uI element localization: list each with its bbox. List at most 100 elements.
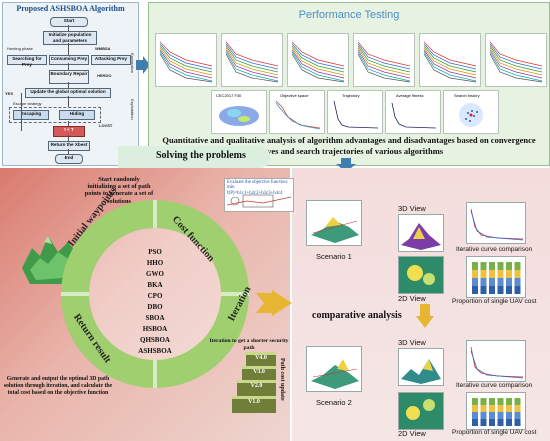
convergence-line [357,51,411,82]
algo-item: QHSBOA [140,336,170,344]
algo-item: GWO [146,270,164,278]
scenario2-3d [398,348,444,386]
flow-symbol-b: HERDO [97,73,112,78]
flow-yes-label: YES [5,91,14,96]
step-v2: V2.0 [237,380,276,396]
proportion-bar-segment [472,419,478,426]
scenario1-3d-label: 3D View [398,204,426,213]
algo-item: DBO [147,303,163,311]
thumb-avg-fitness: Average fitness [385,90,441,134]
scenario2-2d-label: 2D View [398,429,426,438]
mini-title-4: Search history [454,93,480,98]
convergence-line [159,47,213,76]
algo-item: SBOA [145,314,165,322]
thumb-search-history: Search history [443,90,499,134]
convergence-line [291,45,345,73]
proportion-bar-segment [497,398,504,405]
convergence-line [489,45,543,73]
performance-title: Performance Testing [298,9,400,21]
flow-end: End [55,154,83,164]
convergence-line [489,41,543,67]
arrow-down-icon [336,158,356,172]
convergence-line [357,41,411,67]
algo-item: ASHSBOA [138,347,172,355]
convergence-thumb [353,33,415,87]
convergence-line [159,43,213,70]
proportion-bar-segment [497,270,504,278]
step-v3: V3.0 [242,366,276,380]
proportion-bar-segment [514,412,521,419]
thumb-objective: Objective space [269,90,325,134]
convergence-line [225,49,279,79]
convergence-line [291,47,345,76]
flow-attacking: Attacking Prey [91,55,131,65]
comparative-title: comparative analysis [312,310,402,321]
mini-title-0: CEC2017 F30 [216,93,242,98]
convergence-line [489,49,543,79]
solving-title: Solving the problems [156,150,246,161]
convergence-line [489,51,543,82]
flow-symbol-c: LOVST [99,123,113,128]
proportion-bar-segment [514,286,521,294]
step-v1: V1.0 [232,396,276,413]
proportion-bar-segment [497,419,504,426]
convergence-line [489,47,543,76]
performance-panel: Performance Testing CEC2017 F30 Objectiv… [148,2,550,166]
proportion-bar-segment [497,286,504,294]
flow-exploitation-label: Exploitation [130,99,135,120]
flow-escape-group [9,107,101,123]
scenario2-3d-label: 3D View [398,338,426,347]
convergence-line [291,49,345,79]
proportion-bar-segment [472,286,478,294]
flow-escape-strategy: Escape strategy [13,101,42,106]
algorithm-list: PSO HHO GWO BKA CPO DBO SBOA HSBOA QHSBO… [125,248,185,358]
convergence-line [357,47,411,76]
mini-title-1: Objective space [280,93,309,98]
proportion-bar-segment [514,270,521,278]
arrow-right-icon [136,56,150,74]
convergence-line [423,53,477,83]
mini-title-2: Trajectory [342,93,360,98]
proportion-bar-segment [480,405,487,412]
scenario2-proportion [466,392,526,430]
proportion-bar-segment [489,398,495,405]
convergence-line [357,45,411,73]
scenario2-plot [306,346,362,392]
scenario1-iterative [466,202,526,244]
scenario1-label: Scenario 1 [316,252,352,261]
flowchart-panel: Proposed ASHSBOA Algorithm Start Initial… [2,2,139,166]
proportion-bar-segment [489,412,495,419]
convergence-thumb [419,33,481,87]
convergence-thumb [287,33,349,87]
proportion-bar-segment [480,270,487,278]
proportion-bar-segment [480,286,487,294]
convergence-line [225,47,279,76]
flow-hiding: Hiding [59,110,95,120]
convergence-line [357,43,411,70]
iter-note: Iteration to get a shorter security path [209,338,289,352]
proportion-bar-segment [472,262,478,270]
convergence-line [357,53,411,83]
proportion-bar-segment [514,419,521,426]
proportion-bar-segment [480,398,487,405]
proportion-bar-segment [480,419,487,426]
proportion-bar-segment [472,398,478,405]
generate-note: Generate and output the optimal 3D path … [3,376,113,396]
cost-figure: Evaluate the objective function: min f(P… [224,178,294,212]
convergence-line [423,45,477,73]
convergence-line [423,47,477,76]
proportion-bar-segment [480,412,487,419]
proportion-bar-segment [489,286,495,294]
proportion-bar-segment [472,270,478,278]
proportion-bar-segment [489,419,495,426]
convergence-line [225,41,279,67]
convergence-line [159,49,213,79]
proportion-bar-segment [514,262,521,270]
proportion-bar-segment [472,412,478,419]
analysis-row: CEC2017 F30 Objective space Trajectory A… [151,90,547,134]
convergence-line [489,53,543,83]
proportion-bar-segment [506,278,512,286]
flow-return: Return the Xbest [48,141,90,151]
convergence-line [423,51,477,82]
mini-title-3: Average fitness [396,93,424,98]
